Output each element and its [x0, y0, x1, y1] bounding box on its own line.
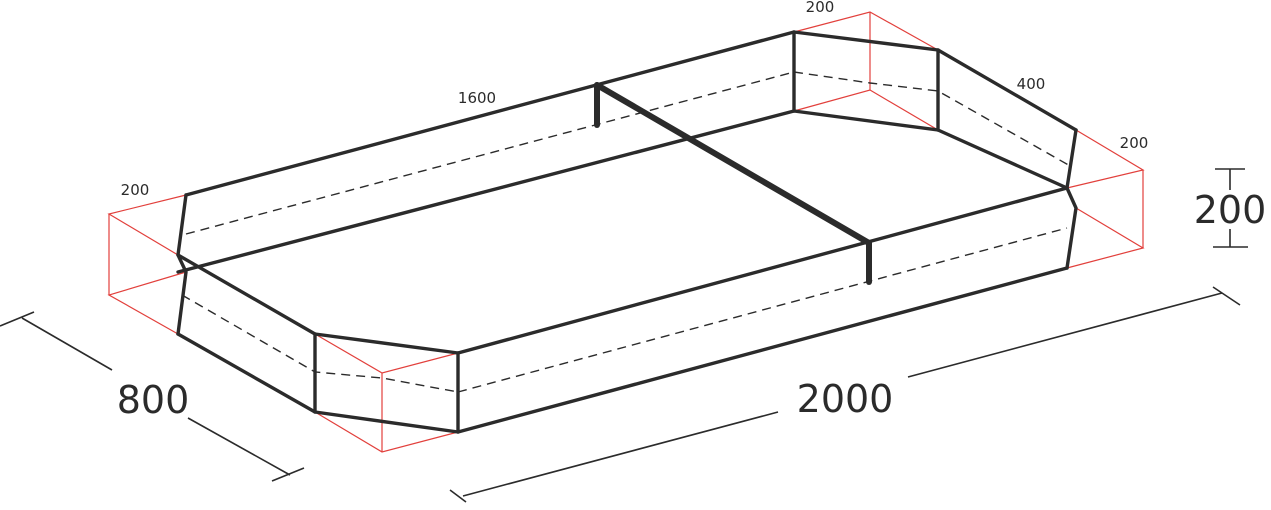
label-length: 2000 [797, 377, 894, 421]
corner-construction-lines [107, 11, 1145, 453]
dimension-lines [0, 168, 1248, 503]
hidden-edges [181, 71, 1073, 393]
label-right-short: 200 [1120, 134, 1149, 152]
label-height: 200 [1194, 188, 1267, 232]
middle-brace [594, 82, 872, 285]
dimension-labels: 200 1600 400 200 200 800 2000 200 [117, 0, 1267, 422]
label-top-short: 200 [806, 0, 835, 16]
label-width: 800 [117, 378, 190, 422]
label-right-diagonal: 400 [1017, 75, 1046, 93]
label-top-long: 1600 [458, 89, 496, 107]
bed-frame [176, 30, 1078, 434]
label-left-short: 200 [121, 181, 150, 199]
